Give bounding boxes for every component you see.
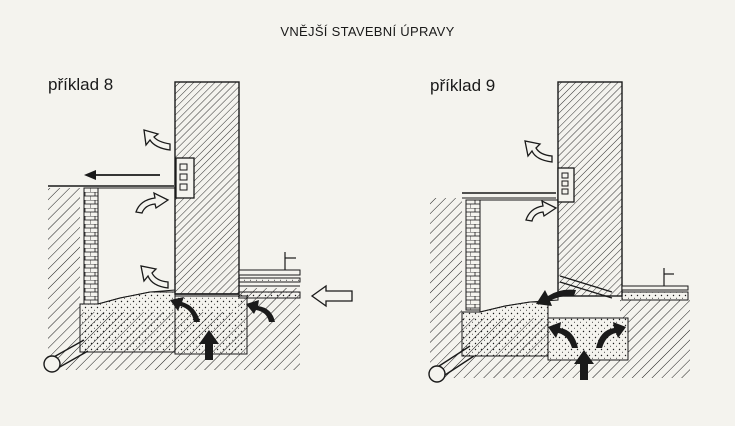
airflow-arrow-up-left-bottom — [140, 265, 169, 289]
solid-arrow-curve-right-9 — [596, 322, 626, 348]
airflow-arrow-up-left-top — [143, 129, 171, 151]
solid-arrow-up-8 — [199, 330, 219, 360]
solid-arrow-up-9 — [574, 350, 594, 380]
solid-arrow-curve-2 — [246, 300, 275, 322]
drain-pipe-8 — [43, 355, 61, 373]
concrete-footing-9b — [547, 317, 629, 361]
exhaust-arrow-8 — [84, 170, 160, 180]
example-9-diagram — [428, 81, 690, 383]
example-8-label: příklad 8 — [48, 75, 114, 94]
drain-pipe-9 — [428, 365, 446, 383]
page-title: VNĚJŠÍ STAVEBNÍ ÚPRAVY — [280, 24, 455, 39]
solid-arrow-curve-1 — [170, 297, 200, 322]
concrete-footing — [79, 291, 176, 353]
ground-right-9 — [550, 300, 690, 378]
inlet-arrow-8 — [310, 284, 353, 308]
airflow-arrow-right-mid — [135, 191, 170, 214]
lightwell-brick-wall — [83, 187, 99, 305]
lightwell-brick-wall-9 — [465, 199, 481, 311]
floor-layer-9 — [621, 285, 689, 291]
airflow-arrow-right-9 — [525, 199, 558, 222]
airflow-arrow-up-left-9 — [524, 140, 553, 163]
floor-layer — [238, 269, 301, 276]
example-8-diagram — [43, 81, 353, 373]
solid-arrow-curve-left-9 — [548, 322, 578, 348]
solid-arrow-down-left-9 — [536, 289, 576, 306]
sloped-channel — [559, 275, 613, 293]
example-9-label: příklad 9 — [430, 76, 496, 95]
